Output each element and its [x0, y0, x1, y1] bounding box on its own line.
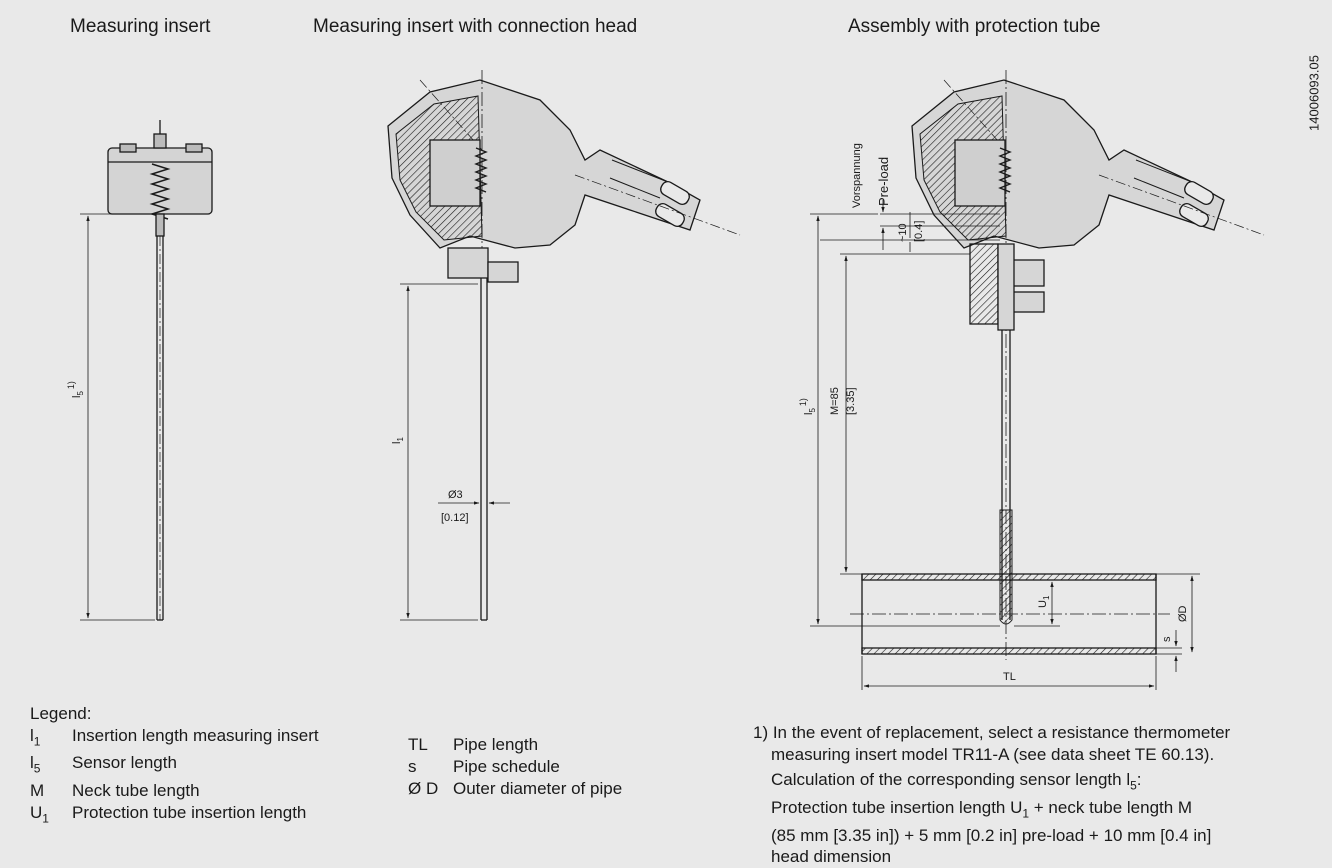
dim-head-mm: ~10	[897, 223, 909, 242]
assembly-drawing	[810, 70, 1265, 690]
title-measuring-insert: Measuring insert	[70, 16, 211, 37]
title-insert-with-head: Measuring insert with connection head	[313, 16, 638, 37]
dim-neck-in: [3.35]	[845, 387, 857, 415]
footnote-line-6: head dimension	[771, 847, 892, 867]
title-assembly: Assembly with protection tube	[848, 16, 1101, 37]
dim-l5-assembly: l51)	[798, 398, 817, 415]
dim-tl: TL	[1003, 671, 1016, 683]
legend-item-m: M Neck tube length	[30, 780, 200, 800]
dimension-labels: l51) l1 Ø3 [0.12] Vorspannung Pre-load ~…	[66, 143, 1189, 683]
legend-item-l1: l1 Insertion length measuring insert	[30, 726, 319, 749]
dim-diameter-mm: Ø3	[448, 489, 463, 501]
dim-diameter-in: [0.12]	[441, 512, 469, 524]
dim-preload-de: Vorspannung	[851, 143, 863, 208]
footnote: 1) In the event of replacement, select a…	[753, 722, 1313, 868]
dim-s: s	[1161, 636, 1173, 642]
legend-item-l5: l5 Sensor length	[30, 753, 177, 776]
measuring-insert-drawing	[80, 120, 213, 621]
legend-left: l1 Insertion length measuring insert l5 …	[30, 725, 319, 829]
footnote-line-3: Calculation of the corresponding sensor …	[771, 770, 1142, 793]
dim-preload-en: Pre-load	[876, 157, 891, 206]
legend-title: Legend:	[30, 704, 92, 723]
dim-neck-mm: M=85	[829, 387, 841, 415]
dim-od: ØD	[1177, 605, 1189, 622]
insert-with-head-drawing	[387, 70, 741, 621]
dim-l1: l1	[391, 437, 405, 444]
footnote-line-5: (85 mm [3.35 in]) + 5 mm [0.2 in] pre-lo…	[771, 825, 1212, 845]
legend-item-u1: U1 Protection tube insertion length	[30, 802, 307, 826]
footnote-line-1: 1) In the event of replacement, select a…	[753, 723, 1231, 742]
dim-l5-insert: l51)	[66, 381, 85, 398]
footnote-line-2: measuring insert model TR11-A (see data …	[771, 744, 1215, 764]
footnote-line-4: Protection tube insertion length U1 + ne…	[771, 797, 1193, 821]
technical-drawing: l51) l1 Ø3 [0.12] Vorspannung Pre-load ~…	[66, 70, 1265, 690]
dim-head-in: [0.4]	[913, 221, 925, 242]
dim-u1: U1	[1037, 595, 1051, 608]
